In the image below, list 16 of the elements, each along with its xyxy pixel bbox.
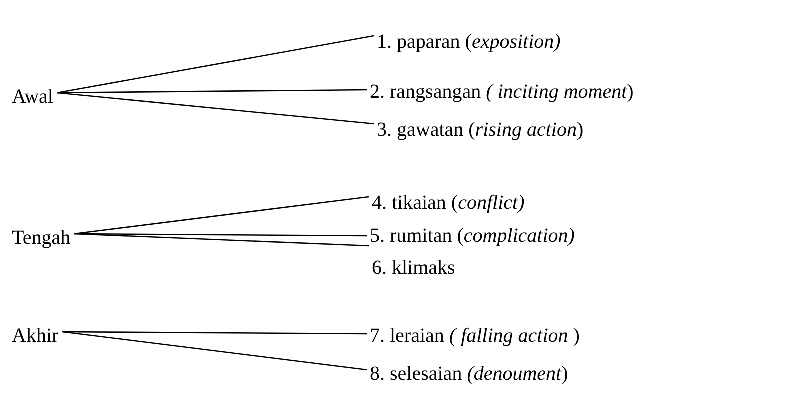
stage-item-label: 3. gawatan (rising action) [377, 118, 584, 142]
group-label: Tengah [12, 226, 71, 250]
connector-line [57, 92, 374, 125]
connector-line [74, 233, 370, 247]
stage-item-label: 1. paparan (exposition) [377, 30, 561, 54]
group-label: Awal [12, 85, 54, 109]
stage-item-label: 6. klimaks [372, 256, 456, 280]
connector-line [74, 196, 370, 235]
group-label: Akhir [12, 324, 59, 348]
stage-item-label: 2. rangsangan ( inciting moment) [370, 80, 634, 104]
stage-item-label: 7. leraian ( falling action ) [370, 324, 580, 348]
stage-item-label: 5. rumitan (complication) [370, 224, 575, 248]
stage-item-label: 8. selesaian (denoument) [370, 362, 568, 386]
stage-item-label: 4. tikaian (conflict) [372, 191, 525, 215]
connector-line [57, 35, 374, 94]
connector-line [62, 331, 368, 371]
